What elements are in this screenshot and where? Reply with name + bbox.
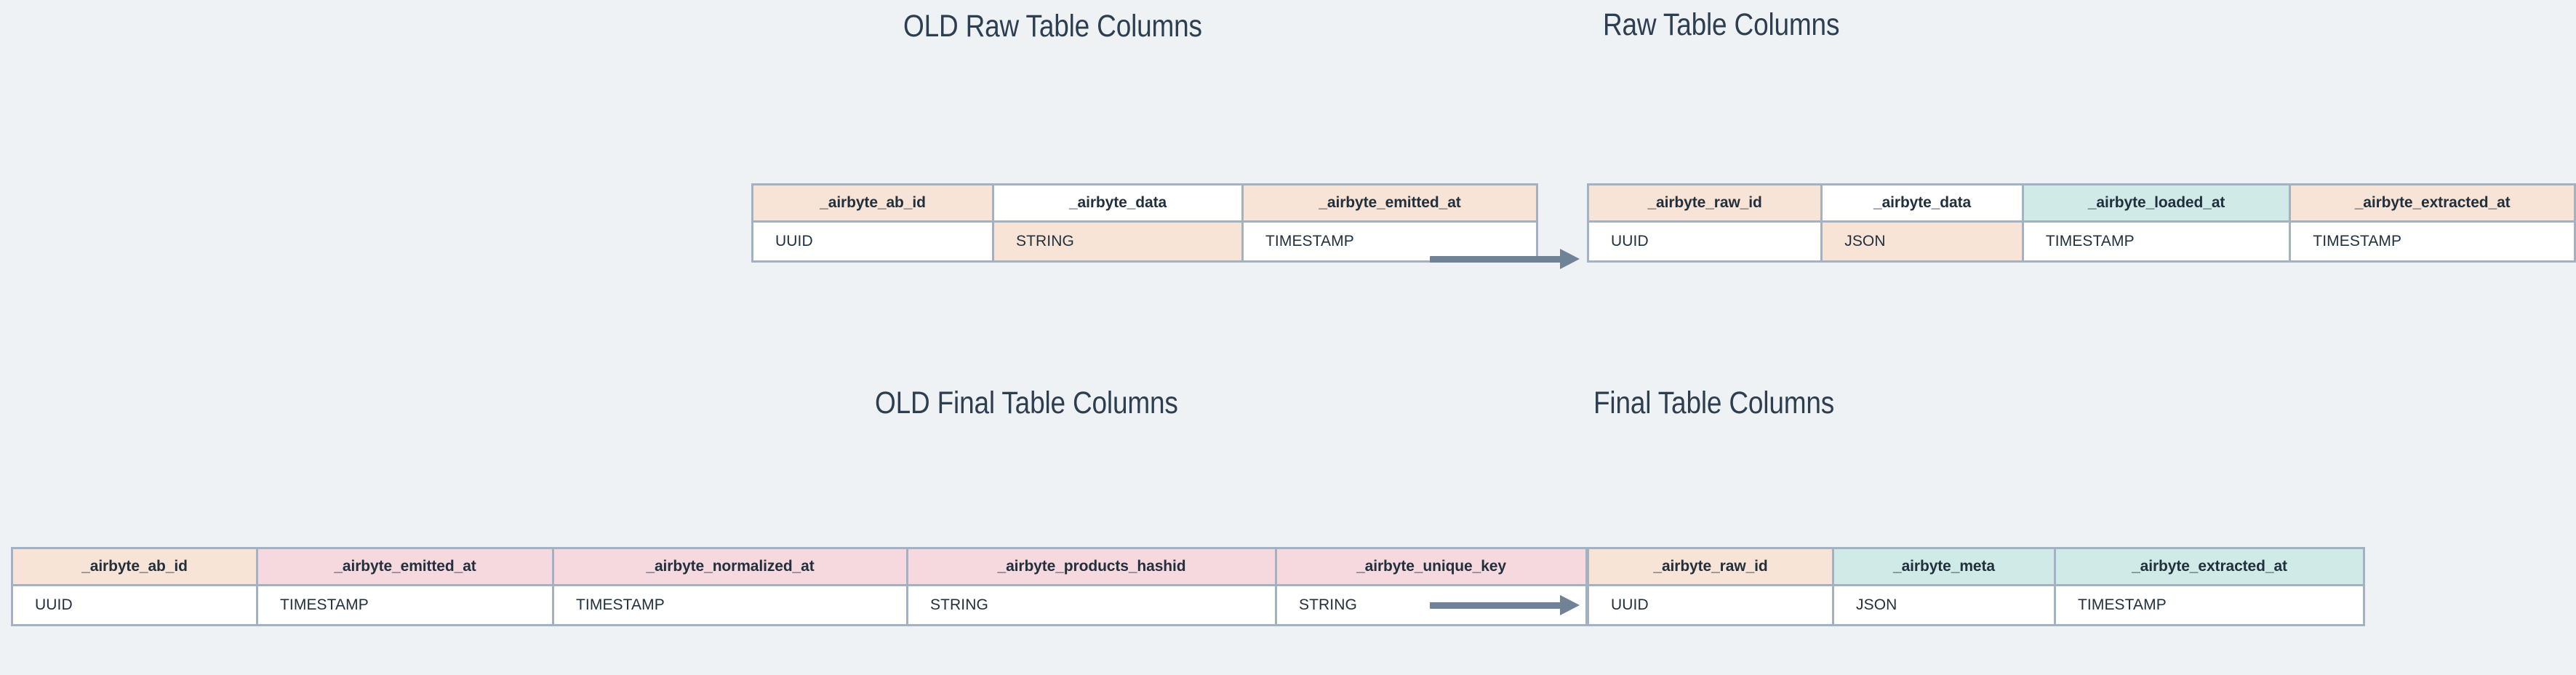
column-type-cell: JSON (1832, 584, 2056, 626)
table-old-final-columns: _airbyte_ab_id_airbyte_emitted_at_airbyt… (11, 547, 1588, 626)
column-type-cell: TIMESTAMP (1241, 220, 1538, 263)
column-header-airbyte_data: _airbyte_data (992, 183, 1244, 223)
column-header-airbyte_ab_id: _airbyte_ab_id (11, 547, 258, 586)
arrow-head (1560, 595, 1580, 615)
table-raw-columns: _airbyte_raw_id_airbyte_data_airbyte_loa… (1586, 183, 2576, 263)
column-header-airbyte_ab_id: _airbyte_ab_id (751, 183, 994, 223)
column-header-airbyte_data: _airbyte_data (1820, 183, 2024, 223)
column-header-airbyte_emitted_at: _airbyte_emitted_at (256, 547, 554, 586)
column-type-cell: TIMESTAMP (2021, 220, 2292, 263)
column-header-airbyte_normalized_at: _airbyte_normalized_at (552, 547, 908, 586)
column-header-airbyte_raw_id: _airbyte_raw_id (1587, 547, 1834, 586)
table-header-row: _airbyte_ab_id_airbyte_data_airbyte_emit… (751, 183, 1538, 223)
column-type-cell: UUID (1587, 584, 1834, 626)
column-header-airbyte_emitted_at: _airbyte_emitted_at (1241, 183, 1538, 223)
column-header-airbyte_loaded_at: _airbyte_loaded_at (2021, 183, 2292, 223)
column-header-airbyte_unique_key: _airbyte_unique_key (1275, 547, 1588, 586)
column-type-cell: UUID (751, 220, 994, 263)
column-type-cell: TIMESTAMP (552, 584, 908, 626)
column-type-cell: STRING (992, 220, 1244, 263)
raw-table-transform-arrow-icon (1430, 244, 1580, 273)
table-header-row: _airbyte_ab_id_airbyte_emitted_at_airbyt… (11, 547, 1588, 586)
column-header-airbyte_products_hashid: _airbyte_products_hashid (906, 547, 1277, 586)
column-type-cell: TIMESTAMP (2289, 220, 2576, 263)
table-old-raw-columns: _airbyte_ab_id_airbyte_data_airbyte_emit… (751, 183, 1538, 263)
column-type-cell: UUID (1586, 220, 1823, 263)
column-header-airbyte_raw_id: _airbyte_raw_id (1586, 183, 1823, 223)
column-type-cell: STRING (906, 584, 1277, 626)
table-header-row: _airbyte_raw_id_airbyte_meta_airbyte_ext… (1587, 547, 2365, 586)
column-header-airbyte_extracted_at: _airbyte_extracted_at (2289, 183, 2576, 223)
page-title-old-raw-table: OLD Raw Table Columns (903, 9, 1202, 44)
column-type-cell: JSON (1820, 220, 2024, 263)
page-title-old-final-table: OLD Final Table Columns (875, 386, 1178, 420)
arrow-shaft (1430, 256, 1561, 263)
table-final-columns: _airbyte_raw_id_airbyte_meta_airbyte_ext… (1587, 547, 2365, 626)
arrow-head (1560, 249, 1580, 269)
column-header-airbyte_meta: _airbyte_meta (1832, 547, 2056, 586)
column-type-cell: TIMESTAMP (256, 584, 554, 626)
table-header-row: _airbyte_raw_id_airbyte_data_airbyte_loa… (1586, 183, 2576, 223)
column-header-airbyte_extracted_at: _airbyte_extracted_at (2054, 547, 2365, 586)
column-type-cell: UUID (11, 584, 258, 626)
final-table-transform-arrow-icon (1430, 591, 1580, 620)
column-type-cell: TIMESTAMP (2054, 584, 2365, 626)
page-title-final-table: Final Table Columns (1593, 386, 1835, 420)
arrow-shaft (1430, 602, 1561, 609)
page-title-raw-table: Raw Table Columns (1603, 7, 1840, 42)
